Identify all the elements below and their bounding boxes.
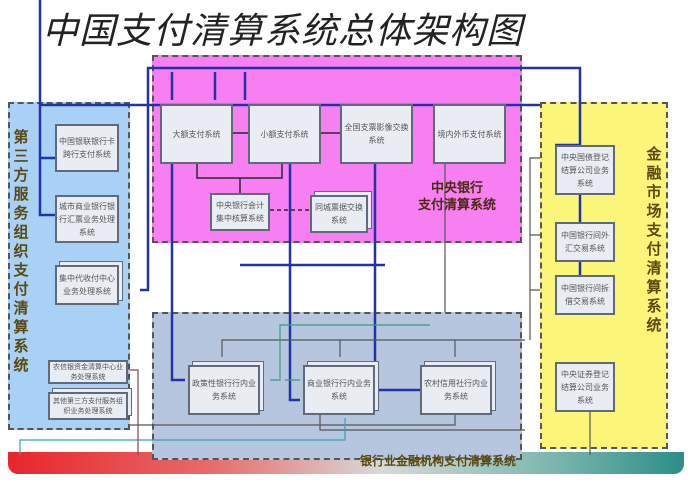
rural-credit-clearing-center-system[interactable]: 农信银资金清算中心业务处理系统 (48, 360, 128, 384)
unionpay-system[interactable]: 中国银联银行卡跨行支付系统 (55, 124, 119, 172)
local-clearing-house-system[interactable]: 同城票据交换系统 (310, 195, 368, 233)
forex-trading-system[interactable]: 中国银行间外汇交易系统 (555, 222, 615, 262)
securities-registration-system[interactable]: 中央证券登记结算公司业务系统 (555, 362, 615, 412)
page-title: 中国支付清算系统总体架构图 (42, 11, 524, 52)
rural-credit-cooperative-system[interactable]: 农村信用社行内业务系统 (420, 365, 492, 415)
third-party-region-label: 第三方服务组织支付清算系统 (13, 128, 29, 374)
central-region-label: 中央银行 支付清算系统 (418, 181, 497, 213)
large-value-payment-system[interactable]: 大额支付系统 (160, 104, 233, 164)
other-third-party-system[interactable]: 其他第三方支付服务组织业务处理系统 (48, 392, 128, 420)
small-value-payment-system[interactable]: 小额支付系统 (248, 104, 321, 164)
cheque-image-exchange-system[interactable]: 全国支票影像交换系统 (340, 104, 413, 164)
policy-bank-system[interactable]: 政策性银行行内业务系统 (188, 365, 260, 415)
commercial-bank-system[interactable]: 商业银行行内业务系统 (303, 365, 375, 415)
city-commercial-bank-draft-system[interactable]: 城市商业银行银行汇票业务处理系统 (55, 195, 119, 243)
central-bank-accounting-system[interactable]: 中央银行会计集中核算系统 (210, 193, 270, 231)
foreign-currency-payment-system[interactable]: 境内外币支付系统 (433, 104, 506, 164)
market-region-label: 金融市场支付清算系统 (646, 145, 662, 334)
banking-region-label: 银行业金融机构支付清算系统 (360, 454, 517, 468)
collection-payment-center-system[interactable]: 集中代收付中心业务处理系统 (55, 265, 119, 305)
bond-registration-system[interactable]: 中央国债登记结算公司业务系统 (555, 145, 615, 195)
interbank-lending-system[interactable]: 中国银行间拆借交易系统 (555, 275, 615, 315)
